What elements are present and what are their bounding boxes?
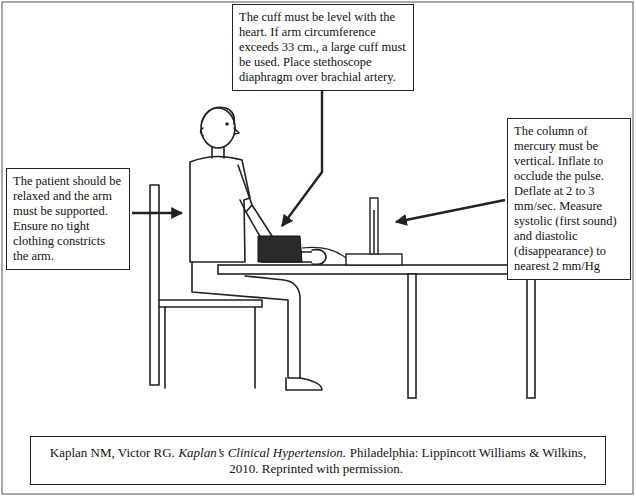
patient-figure xyxy=(150,107,326,390)
leader-arrows xyxy=(132,86,505,226)
citation-text: Kaplan NM, Victor RG. xyxy=(50,445,175,460)
callout-box: The column of mercury must be vertical. … xyxy=(507,118,631,280)
citation-text: Kaplan’s Clinical Hypertension. xyxy=(178,445,346,460)
callout-text: The patient should be relaxed and the ar… xyxy=(13,174,123,264)
table xyxy=(218,265,550,398)
callout-text: The cuff must be level with the heart. I… xyxy=(239,10,407,85)
tube xyxy=(302,247,346,258)
bp-cuff xyxy=(258,236,302,262)
callout-box: The patient should be relaxed and the ar… xyxy=(6,168,130,270)
callout-text: The column of mercury must be vertical. … xyxy=(514,124,624,274)
citation-box: Kaplan NM, Victor RG.Kaplan’s Clinical H… xyxy=(30,436,606,485)
callout-box: The cuff must be level with the heart. I… xyxy=(232,4,414,91)
mercury-manometer xyxy=(346,198,402,265)
